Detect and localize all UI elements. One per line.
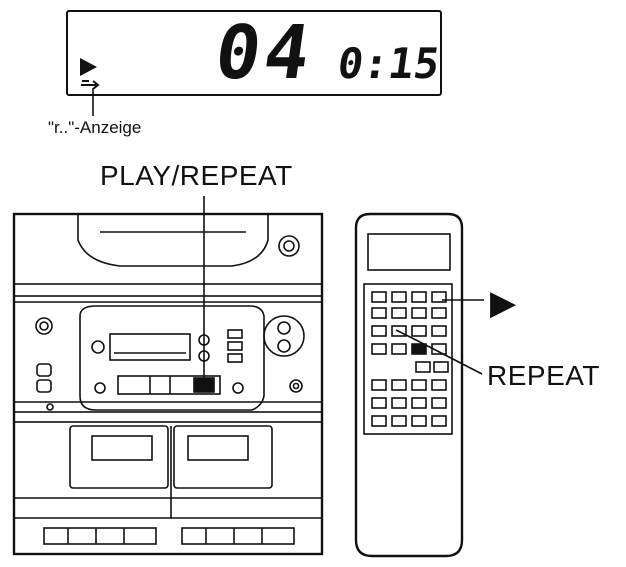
repeat-icon <box>81 80 100 89</box>
play-symbol-label: ▶ <box>490 284 517 322</box>
repeat-pointer-line <box>395 329 483 375</box>
repeat-label: REPEAT <box>487 360 600 391</box>
remote-control <box>354 212 464 558</box>
play-icon <box>80 58 97 76</box>
stereo-unit <box>12 212 324 556</box>
play-repeat-label: PLAY/REPEAT <box>100 160 293 191</box>
remote-button-grid <box>371 291 449 427</box>
indicator-label: "r.."-Anzeige <box>48 118 142 137</box>
lcd-display: 04 0:15 <box>66 10 443 96</box>
